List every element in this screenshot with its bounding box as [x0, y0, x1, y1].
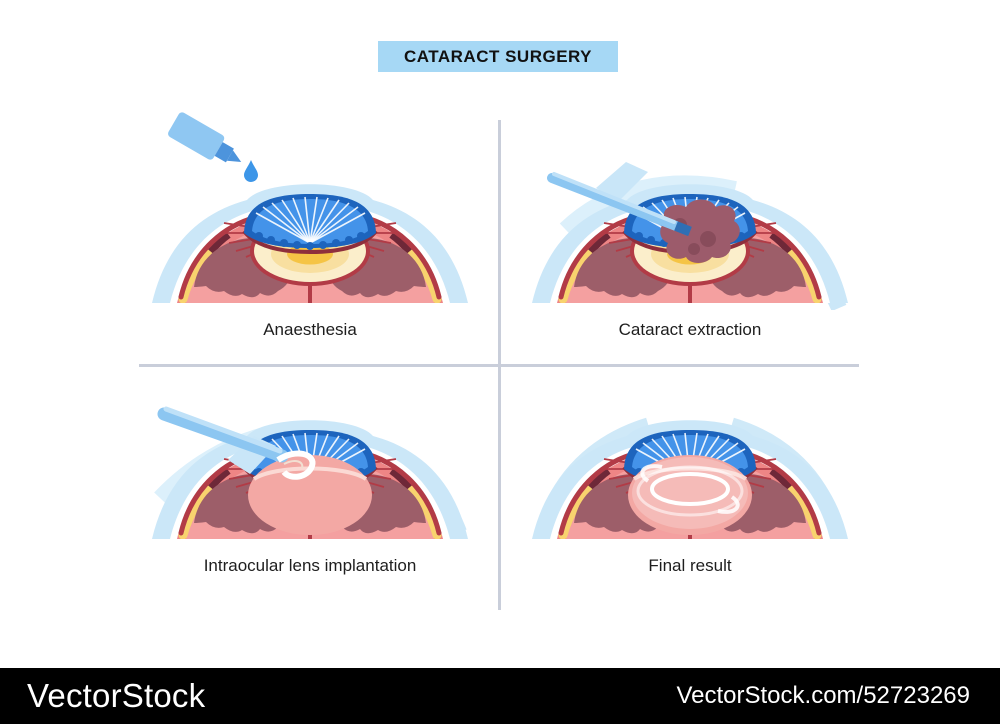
eye-cross-section: [152, 420, 468, 539]
eye-dropper-icon: [168, 112, 258, 182]
panel-label-cataract-extraction: Cataract extraction: [618, 320, 762, 339]
eye-cross-section: [532, 184, 848, 303]
cornea-flap: [596, 162, 648, 202]
watermark-bar: VectorStock VectorStock.com/52723269: [0, 668, 1000, 724]
eye-cross-section: [532, 420, 848, 539]
iris: [242, 192, 378, 254]
horizontal-divider: [139, 364, 859, 367]
panel-cataract-extraction: Cataract extraction: [530, 110, 850, 350]
lens-implantation-eye-illustration: [150, 406, 470, 540]
page-title: CATARACT SURGERY: [403, 46, 593, 66]
panel-final-result: Final result: [530, 390, 850, 580]
panel-label-lens-implantation: Intraocular lens implantation: [203, 556, 417, 575]
panel-lens-implantation: Intraocular lens implantation: [150, 390, 470, 580]
panel-anaesthesia: Anaesthesia: [150, 110, 470, 350]
lens-injector-icon: [157, 406, 316, 480]
panel-label-anaesthesia: Anaesthesia: [263, 320, 357, 339]
image-credit-url[interactable]: VectorStock.com/52723269: [676, 682, 970, 709]
cataract-extraction-eye-illustration: [530, 162, 850, 310]
cataract-mass: [660, 199, 740, 263]
implanted-iol-icon: [630, 455, 750, 531]
folded-iol-icon: [276, 450, 316, 480]
vectorstock-logo: VectorStock: [27, 677, 206, 714]
anaesthesia-eye-illustration: [150, 112, 470, 310]
eye-cross-section: [152, 184, 468, 303]
final-result-eye-illustration: [530, 390, 850, 540]
title-banner: CATARACT SURGERY: [378, 41, 618, 72]
surgical-probe-icon: [547, 172, 692, 237]
anaesthetic-drop-icon: [244, 160, 258, 182]
panel-label-final-result: Final result: [648, 556, 732, 575]
